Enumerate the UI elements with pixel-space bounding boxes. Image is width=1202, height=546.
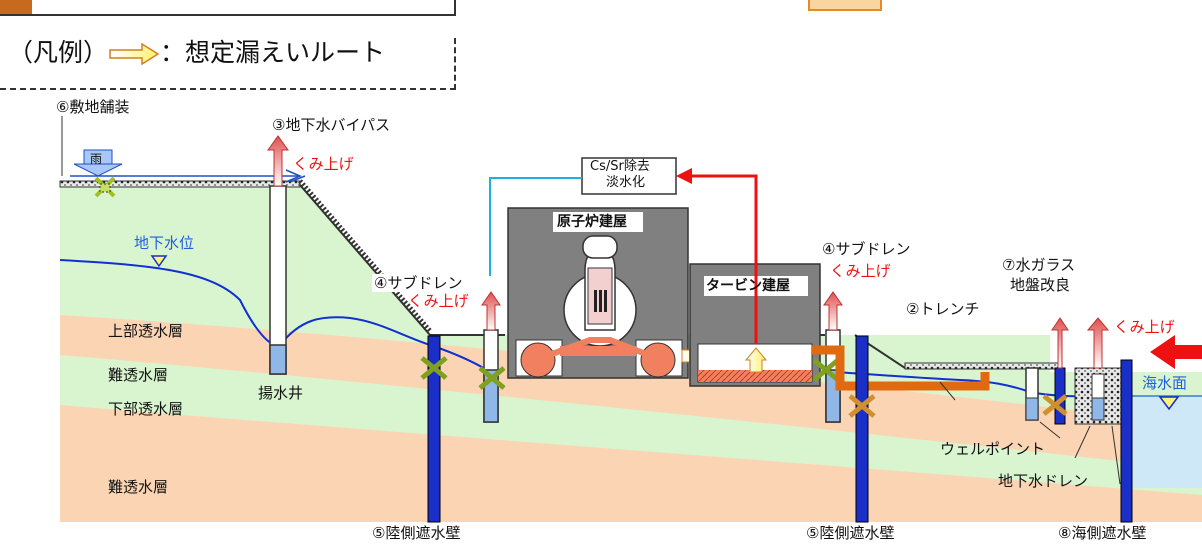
label-aquitard-1: 難透水層 — [108, 366, 169, 384]
label-pumpup-3: くみ上げ — [830, 262, 891, 280]
label-pumpup-2: くみ上げ — [408, 292, 469, 310]
label-paving: ⑥敷地舗装 — [56, 98, 130, 116]
treatment-box — [581, 157, 677, 195]
label-bypass: ③地下水バイパス — [272, 116, 391, 134]
top-orange-tab — [0, 0, 32, 14]
label-turbine-building: タービン建屋 — [706, 278, 790, 294]
sea-water — [1127, 396, 1202, 488]
wall-cross-icon-1 — [420, 356, 448, 380]
landside-wall-right — [855, 335, 869, 523]
label-pumping-well: 揚水井 — [258, 384, 304, 402]
legend-suffix: ：想定漏えいルート — [160, 38, 386, 67]
gw-level-marker — [150, 255, 168, 268]
top-right-orange-tab — [808, 0, 882, 11]
seaside-wall — [1120, 359, 1133, 523]
sea-level-marker — [1158, 396, 1180, 411]
label-treatment-1: Cs/Sr除去 — [590, 159, 650, 174]
label-water-glass-1: ⑦水ガラス — [1002, 256, 1076, 274]
label-treatment-2: 淡水化 — [606, 175, 646, 190]
label-pumpup-4: くみ上げ — [1114, 318, 1175, 336]
label-rain: 雨 — [90, 152, 103, 166]
label-subdrain-right: ④サブドレン — [822, 240, 911, 258]
aquitard-band-1 — [60, 315, 1202, 470]
label-trench: ②トレンチ — [906, 300, 980, 318]
label-seaside-wall: ⑧海側遮水壁 — [1058, 524, 1147, 542]
label-well-point: ウェルポイント — [940, 440, 1046, 458]
paving-strip — [59, 180, 301, 188]
legend: （凡例） ：想定漏えいルート — [8, 38, 385, 68]
label-reactor-building: 原子炉建屋 — [557, 214, 627, 230]
label-pumpup-1: くみ上げ — [293, 155, 354, 173]
legend-box — [0, 38, 456, 90]
label-subdrain-left: ④サブドレン — [372, 274, 465, 292]
bypass-arrow-icon — [267, 135, 289, 187]
aquitard-band-2 — [60, 405, 1202, 522]
trench — [812, 345, 990, 391]
top-caption-box — [0, 0, 456, 16]
label-landside-wall-1: ⑤陸側遮水壁 — [372, 524, 461, 542]
landside-wall-left — [427, 335, 441, 523]
label-upper-aquifer: 上部透水層 — [108, 322, 184, 340]
label-landside-wall-2: ⑤陸側遮水壁 — [806, 524, 895, 542]
label-lower-aquifer: 下部透水層 — [108, 400, 184, 418]
label-gw-drain: 地下水ドレン — [998, 472, 1089, 490]
legend-prefix: （凡例） — [8, 38, 109, 67]
label-water-glass-2: 地盤改良 — [1010, 276, 1071, 294]
label-gw-level: 地下水位 — [134, 234, 195, 252]
label-sea-level: 海水面 — [1142, 374, 1188, 392]
recycle-line — [680, 174, 758, 344]
leak-route-arrow-icon — [109, 42, 160, 66]
label-aquitard-2: 難透水層 — [108, 478, 169, 496]
sea-inflow-arrow-icon — [1150, 335, 1202, 369]
